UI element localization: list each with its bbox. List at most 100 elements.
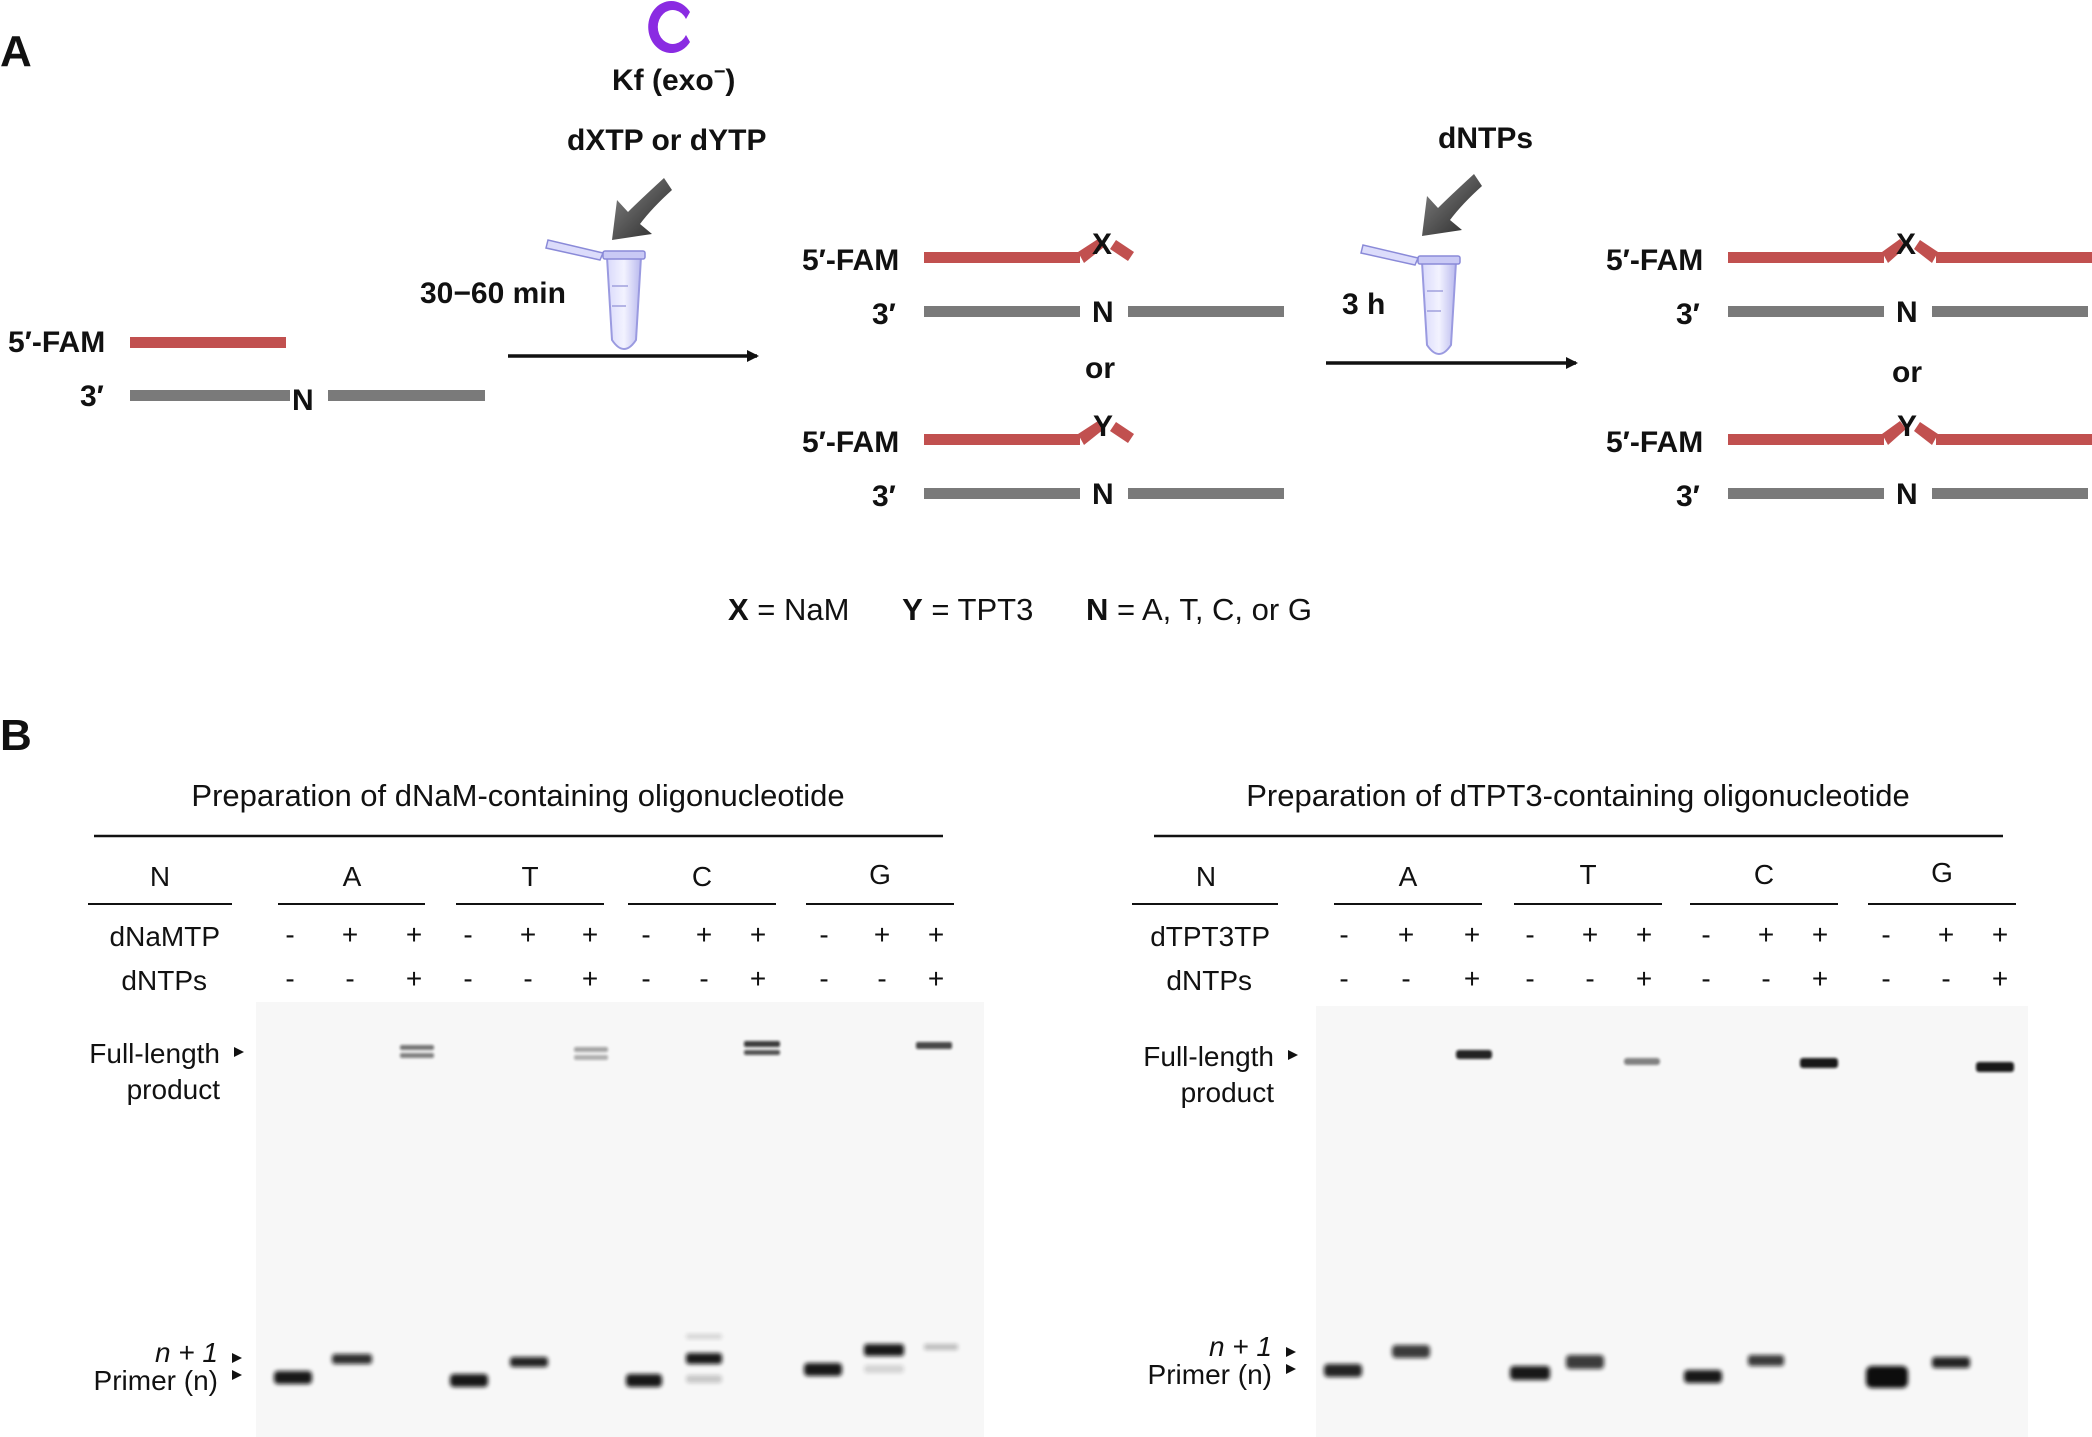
final-y: 5′-FAM Y 3′ N (1606, 410, 2092, 513)
gel2-group-g: G (1868, 857, 2016, 905)
fin-or-label: or (1892, 356, 1922, 389)
gel1-a-l2-r2: - (345, 963, 354, 994)
gel1-band-p-a (274, 1371, 312, 1384)
enzyme-icon (648, 0, 690, 54)
gel1-g-l2-r1: + (874, 919, 890, 950)
step2: dNTPs 3 h (1326, 122, 1578, 369)
fin-x-primer-left (1728, 252, 1884, 263)
panel-b-label: B (0, 711, 32, 760)
gel2-bands (1324, 1050, 2014, 1388)
gel1-c-l3-r2: + (750, 963, 766, 994)
gel2-band-fl-g (1976, 1062, 2014, 1072)
gel2-t-l1-r1: - (1525, 919, 1534, 950)
gel1-band-n1-g (864, 1344, 904, 1356)
fin-y-3prime: 3′ (1676, 480, 1700, 513)
gel1-band-p-c2 (686, 1375, 722, 1383)
gel2-full-length-label: Full-length (1143, 1041, 1274, 1072)
int-x-template-right (1128, 306, 1284, 317)
gel1-group-g-label: G (869, 859, 891, 890)
gel2-title: Preparation of dTPT3-containing oligonuc… (1246, 778, 1909, 813)
intermediate-y: 5′-FAM Y 3′ N (802, 410, 1284, 513)
panel-a: A 5′-FAM 3′ N Kf (exo−) dXTP or dYTP 30−… (0, 0, 2092, 627)
gel1-primer-label: Primer (n) (94, 1365, 218, 1396)
start-3prime-label: 3′ (80, 380, 104, 413)
gel1-group-t: T (456, 861, 604, 905)
start-duplex: 5′-FAM 3′ N (8, 326, 485, 417)
gel1-band-fl-a1 (400, 1045, 434, 1050)
start-n-label: N (292, 384, 314, 417)
gel1-t-l2-r1: + (520, 919, 536, 950)
fin-x-kink-left (1882, 239, 1906, 263)
gel1-full-length-marker-icon (234, 1047, 244, 1057)
gel2-t-l3-r1: + (1636, 919, 1652, 950)
gel2-primer-label: Primer (n) (1148, 1359, 1272, 1390)
int-x-3prime: 3′ (872, 298, 896, 331)
gel2-band-fl-a (1456, 1050, 1492, 1059)
gel2-c-l3-r2: + (1812, 963, 1828, 994)
gel2-c-l3-r1: + (1812, 919, 1828, 950)
tube-icon-2 (1360, 244, 1461, 355)
gel1-primer-marker-icon (232, 1370, 242, 1380)
gel1-g-l1-r2: - (819, 963, 828, 994)
fin-y-kink-right (1914, 422, 1938, 445)
gel1-row2-label: dNTPs (121, 965, 207, 996)
gel2-a-l1-r2: - (1339, 963, 1348, 994)
gel1-band-fl-g (916, 1042, 952, 1049)
gel1-c-l3-r1: + (750, 919, 766, 950)
gel2-a-l3-r1: + (1464, 919, 1480, 950)
gel1-group-c-label: C (692, 861, 712, 892)
gel1-a-l2-r1: + (342, 919, 358, 950)
panel-a-legend: X = NaM Y = TPT3 N = A, T, C, or G (728, 592, 1312, 627)
start-primer-strand (130, 337, 286, 348)
gel2-group-a: A (1334, 861, 1482, 905)
start-template-right (328, 390, 485, 401)
fin-y-primer-left (1728, 434, 1884, 445)
fin-y-template-left (1728, 488, 1884, 499)
int-y-n-label: N (1092, 478, 1114, 511)
gel2-group-g-label: G (1931, 857, 1953, 888)
gel1-band-n1-t (510, 1357, 548, 1367)
gel1-signs: - + + - - + - + + - - + - + + - - + - + (285, 919, 944, 994)
gel2-band-fl-c (1800, 1058, 1838, 1068)
int-y-y-label: Y (1093, 410, 1113, 443)
gel1-band-fl-t2 (574, 1055, 608, 1060)
gel2-c-l2-r1: + (1758, 919, 1774, 950)
gel1-t-l3-r2: + (582, 963, 598, 994)
gel2-band-p-c (1684, 1370, 1722, 1383)
gel2-group-c-label: C (1754, 859, 1774, 890)
gel1-group-a: A (278, 861, 425, 905)
panel-a-label: A (0, 27, 32, 76)
gel2-band-fl-t (1624, 1058, 1660, 1065)
gel1-band-fl-a2 (400, 1053, 434, 1058)
int-x-x-label: X (1092, 228, 1112, 261)
gel1-a-l3-r1: + (406, 919, 422, 950)
gel2-t-l2-r2: - (1585, 963, 1594, 994)
start-fam-label: 5′-FAM (8, 326, 105, 359)
int-y-primer (924, 434, 1080, 445)
gel2-band-n1-a (1392, 1345, 1430, 1358)
gel1-image (256, 1002, 984, 1437)
int-y-template-right (1128, 488, 1284, 499)
gel2-band-n1-g (1932, 1357, 1970, 1368)
gel1-a-l3-r2: + (406, 963, 422, 994)
gel1-row1-label: dNaMTP (110, 921, 220, 952)
gel-1: Preparation of dNaM-containing oligonucl… (88, 778, 984, 1437)
gel2-band-p-a (1324, 1364, 1362, 1377)
gel2-group-t: T (1514, 859, 1662, 905)
gel1-band-n1-g3 (924, 1344, 958, 1350)
gel1-product-label: product (127, 1074, 221, 1105)
gel2-band-p-t (1510, 1366, 1550, 1380)
gel2-a-l2-r2: - (1401, 963, 1410, 994)
fin-x-3prime: 3′ (1676, 298, 1700, 331)
gel1-title: Preparation of dNaM-containing oligonucl… (191, 778, 844, 813)
gel1-band-p-c (626, 1374, 662, 1387)
gel2-g-l3-r2: + (1992, 963, 2008, 994)
panel-b: B Preparation of dNaM-containing oligonu… (0, 711, 2028, 1437)
gel2-a-l3-r2: + (1464, 963, 1480, 994)
substrates-label: dXTP or dYTP (567, 124, 766, 157)
gel2-band-n1-c (1748, 1355, 1784, 1366)
gel1-n-plus-1-label: n + 1 (155, 1337, 218, 1368)
gel1-c-l2-r2: - (699, 963, 708, 994)
gel1-band-p-g2 (864, 1365, 904, 1373)
